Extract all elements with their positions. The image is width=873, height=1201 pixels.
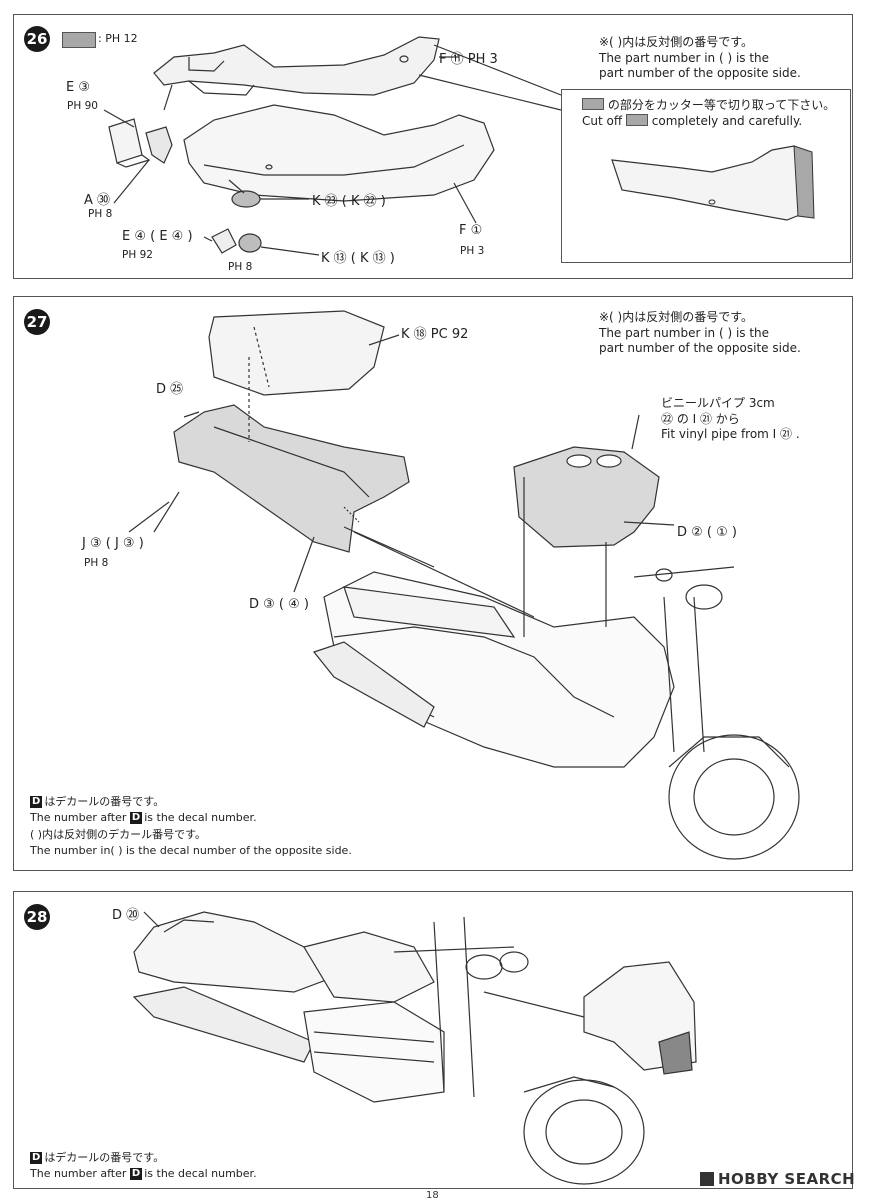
label-f11: F ⑪ PH 3 xyxy=(439,52,498,67)
step-number-badge: 26 xyxy=(24,26,50,52)
step-number-badge: 27 xyxy=(24,309,50,335)
page-number: 18 xyxy=(426,1190,439,1201)
cut-detail-illustration xyxy=(611,145,815,221)
step-26-panel: 26 : PH 12 xyxy=(13,14,853,279)
label-e4: E ④ ( E ④ ) xyxy=(122,229,193,244)
watermark: HOBBY SEARCH xyxy=(700,1170,855,1188)
step-28-illustration xyxy=(132,911,697,1185)
label-e4-paint: PH 92 xyxy=(122,249,153,261)
label-a30: A ㉚ xyxy=(84,193,111,208)
step-27-panel: 27 xyxy=(13,296,853,871)
paint-legend: : PH 12 xyxy=(98,32,138,45)
opposite-side-note: ※( )内は反対側の番号です。 The part number in ( ) i… xyxy=(599,35,801,80)
decal-marker: D xyxy=(30,1152,43,1164)
cut-instruction-box: の部分をカッター等で切り取って下さい。 Cut off completely a… xyxy=(561,89,851,263)
label-k23: K ㉓ ( K ㉒ ) xyxy=(312,194,386,209)
label-a30-paint: PH 8 xyxy=(88,208,113,220)
decal-marker: D xyxy=(129,811,143,824)
decal-marker: D xyxy=(30,796,43,808)
step-28-panel: 28 xyxy=(13,891,853,1189)
label-j3-paint: PH 8 xyxy=(84,557,109,569)
label-d25: D ㉕ xyxy=(156,382,184,397)
decal-marker: D xyxy=(129,1167,143,1180)
label-k13: K ⑬ ( K ⑬ ) xyxy=(321,251,395,266)
label-j3: J ③ ( J ③ ) xyxy=(82,536,144,551)
logo-icon xyxy=(700,1172,714,1186)
label-e3-paint: PH 90 xyxy=(67,100,98,112)
label-k18: K ⑱ PC 92 xyxy=(401,327,469,342)
paint-swatch xyxy=(62,32,96,48)
label-k13-paint: PH 8 xyxy=(228,261,253,273)
vinyl-pipe-note: ビニールパイプ 3cm ㉒ の I ㉑ から Fit vinyl pipe fr… xyxy=(661,396,800,441)
cut-area-swatch xyxy=(582,98,604,110)
label-d34: D ③ ( ④ ) xyxy=(249,597,309,612)
step-number-badge: 28 xyxy=(24,904,50,930)
label-d2: D ② ( ① ) xyxy=(677,525,737,540)
step-26-illustration xyxy=(103,36,562,256)
label-e3: E ③ xyxy=(66,80,91,95)
step-27-illustration xyxy=(128,310,800,860)
label-d20: D ⑳ xyxy=(112,908,140,923)
opposite-side-note: ※( )内は反対側の番号です。 The part number in ( ) i… xyxy=(599,310,801,355)
cut-area-swatch xyxy=(625,113,648,126)
label-f1: F ① xyxy=(459,223,483,238)
label-f1-paint: PH 3 xyxy=(460,245,485,257)
